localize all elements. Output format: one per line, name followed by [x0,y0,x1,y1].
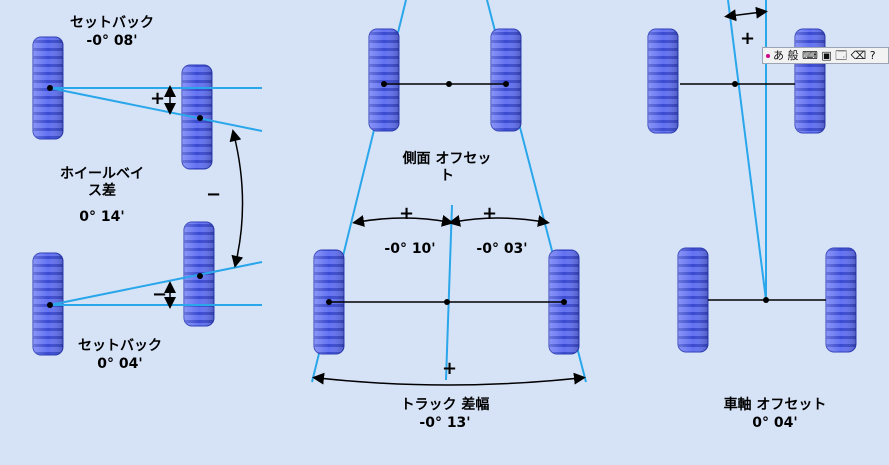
rear-setback-title: セットバック [78,338,162,354]
axle-offset-value: 0° 04' [752,415,798,431]
front-setback-line [49,87,263,132]
track-diff-value: -0° 13' [419,415,471,431]
front-setback-title: セットバック [70,15,154,31]
axle-offset-title: 車軸 オフセット [723,397,827,413]
ime-toolbar[interactable]: あ 般 ⌨ ▣ 🗔 ⌫ ? [762,47,889,64]
tire-front-left-b [368,28,400,132]
center-ref-line [445,204,453,381]
wheel-setback-panel [32,36,263,356]
wheelbase-diff-title-1: ホイールベイ [60,166,144,182]
side-offset-panel [311,0,587,386]
front-setback-value: -0° 08' [86,33,138,49]
right-offset-arrow [448,215,550,227]
axle-offset-sign: + [740,28,756,49]
side-offset-left-value: -0° 10' [384,241,436,257]
side-offset-title-1: 側面 オフセッ [402,151,492,167]
wheelbase-diff-title-2: ス差 [88,183,116,199]
side-offset-right-sign: + [482,203,498,224]
tire-front-left-c [647,28,679,134]
left-offset-arrow [352,215,454,227]
track-diff-sign: + [442,358,458,379]
ime-indicator-icon [766,54,770,58]
tire-front-right-c [794,28,826,134]
side-offset-left-sign: + [399,203,415,224]
ime-toolbar-label[interactable]: あ 般 ⌨ ▣ 🗔 ⌫ ? [773,49,876,62]
front-setback-sign: + [150,88,166,109]
wheelbase-diff-sign: − [206,184,222,205]
tire-rear-left-c [677,247,709,353]
side-offset-title-2: ト [440,168,454,184]
rear-setback-sign: − [152,284,168,305]
rear-setback-line [49,261,263,306]
wheelbase-arrow [229,129,244,268]
axle-offset-arrow [724,6,768,22]
side-offset-right-value: -0° 03' [476,241,528,257]
wheelbase-diff-value: 0° 14' [79,209,125,225]
tire-rear-right-c [825,247,857,353]
rear-setback-value: 0° 04' [97,356,143,372]
thrust-line [727,0,767,301]
tire-front-right-b [490,28,522,132]
track-arrow [312,372,586,386]
track-diff-title: トラック 差幅 [400,397,490,413]
